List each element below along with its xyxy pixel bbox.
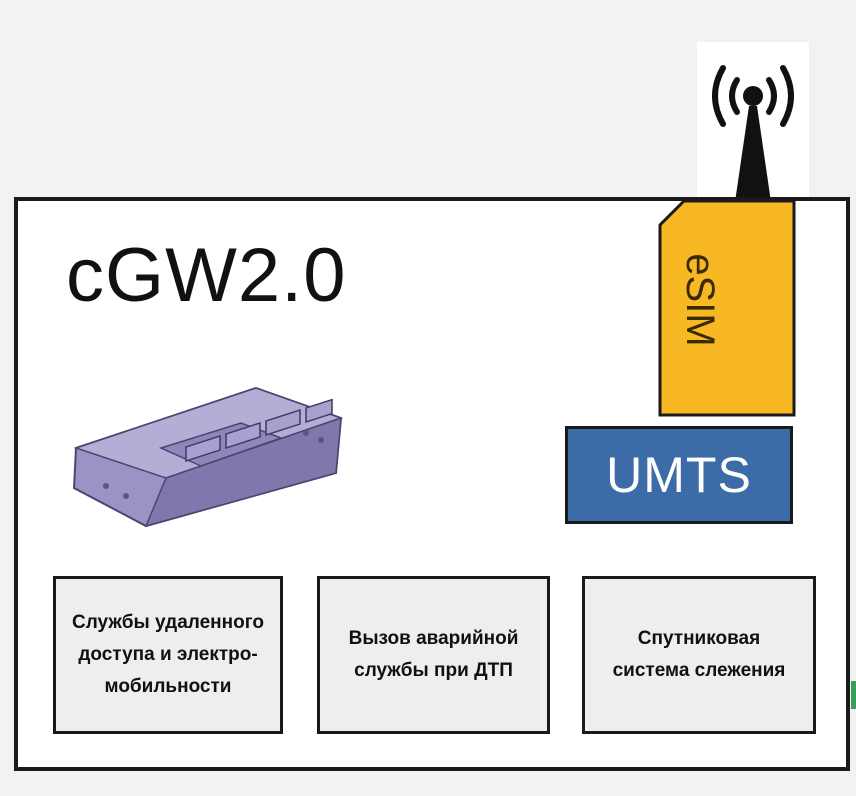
service-remote-access-label: Службы удаленного доступа и электро- моб… bbox=[72, 612, 264, 697]
service-emergency-call-label: Вызов аварийной службы при ДТП bbox=[348, 628, 519, 681]
service-remote-access: Службы удаленного доступа и электро- моб… bbox=[53, 576, 283, 734]
device-title: cGW2.0 bbox=[66, 233, 347, 318]
antenna-icon bbox=[712, 65, 794, 202]
esim-card bbox=[658, 199, 796, 417]
esim-label: eSIM bbox=[678, 253, 722, 347]
umts-module: UMTS bbox=[565, 426, 793, 524]
control-unit-illustration bbox=[72, 386, 344, 528]
umts-label: UMTS bbox=[606, 447, 752, 503]
service-satellite-tracking: Спутниковая система слежения bbox=[582, 576, 816, 734]
service-satellite-tracking-label: Спутниковая система слежения bbox=[612, 628, 786, 681]
service-emergency-call: Вызов аварийной службы при ДТП bbox=[317, 576, 550, 734]
edge-mark bbox=[851, 681, 856, 709]
